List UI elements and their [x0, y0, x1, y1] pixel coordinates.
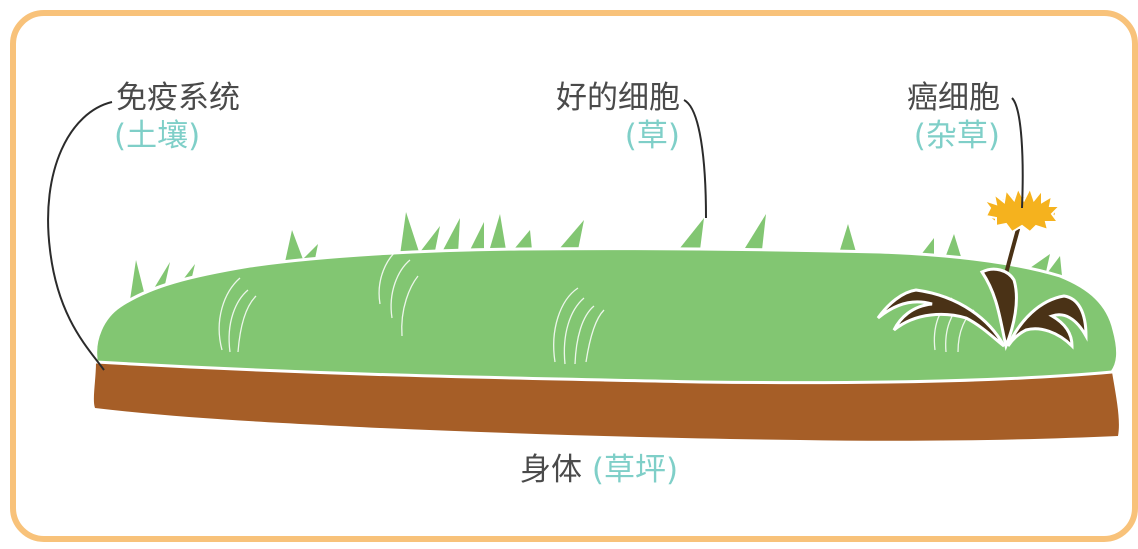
- body-analogy: (草坪): [591, 452, 679, 488]
- immune-system-label: 免疫系统: [116, 80, 240, 116]
- grass-surface: [94, 247, 1120, 385]
- weed-leaf-center: [979, 267, 1018, 352]
- cancer-cells-analogy: (杂草): [913, 118, 1000, 154]
- soil-layer: [93, 362, 1119, 441]
- immune-leader-line: [47, 101, 113, 371]
- weed-flower: [981, 185, 1063, 234]
- immune-system-analogy: (土壤): [114, 118, 201, 154]
- leader-lines: [47, 97, 1024, 371]
- cancer-cells-leader-line: [1011, 97, 1024, 209]
- good-cells-analogy: (草): [624, 118, 680, 154]
- weed-leaf-right: [1006, 294, 1088, 350]
- weed-plant: [876, 213, 1088, 352]
- cancer-cells-label: 癌细胞: [907, 80, 1000, 116]
- body-label: 身体: [520, 452, 582, 488]
- weed-leaf-left: [876, 288, 1006, 348]
- good-cells-leader-line: [683, 99, 707, 219]
- good-cells-label: 好的细胞: [556, 80, 680, 116]
- body-caption: 身体 (草坪): [520, 452, 678, 488]
- grass-tufts-sketch: [218, 247, 975, 365]
